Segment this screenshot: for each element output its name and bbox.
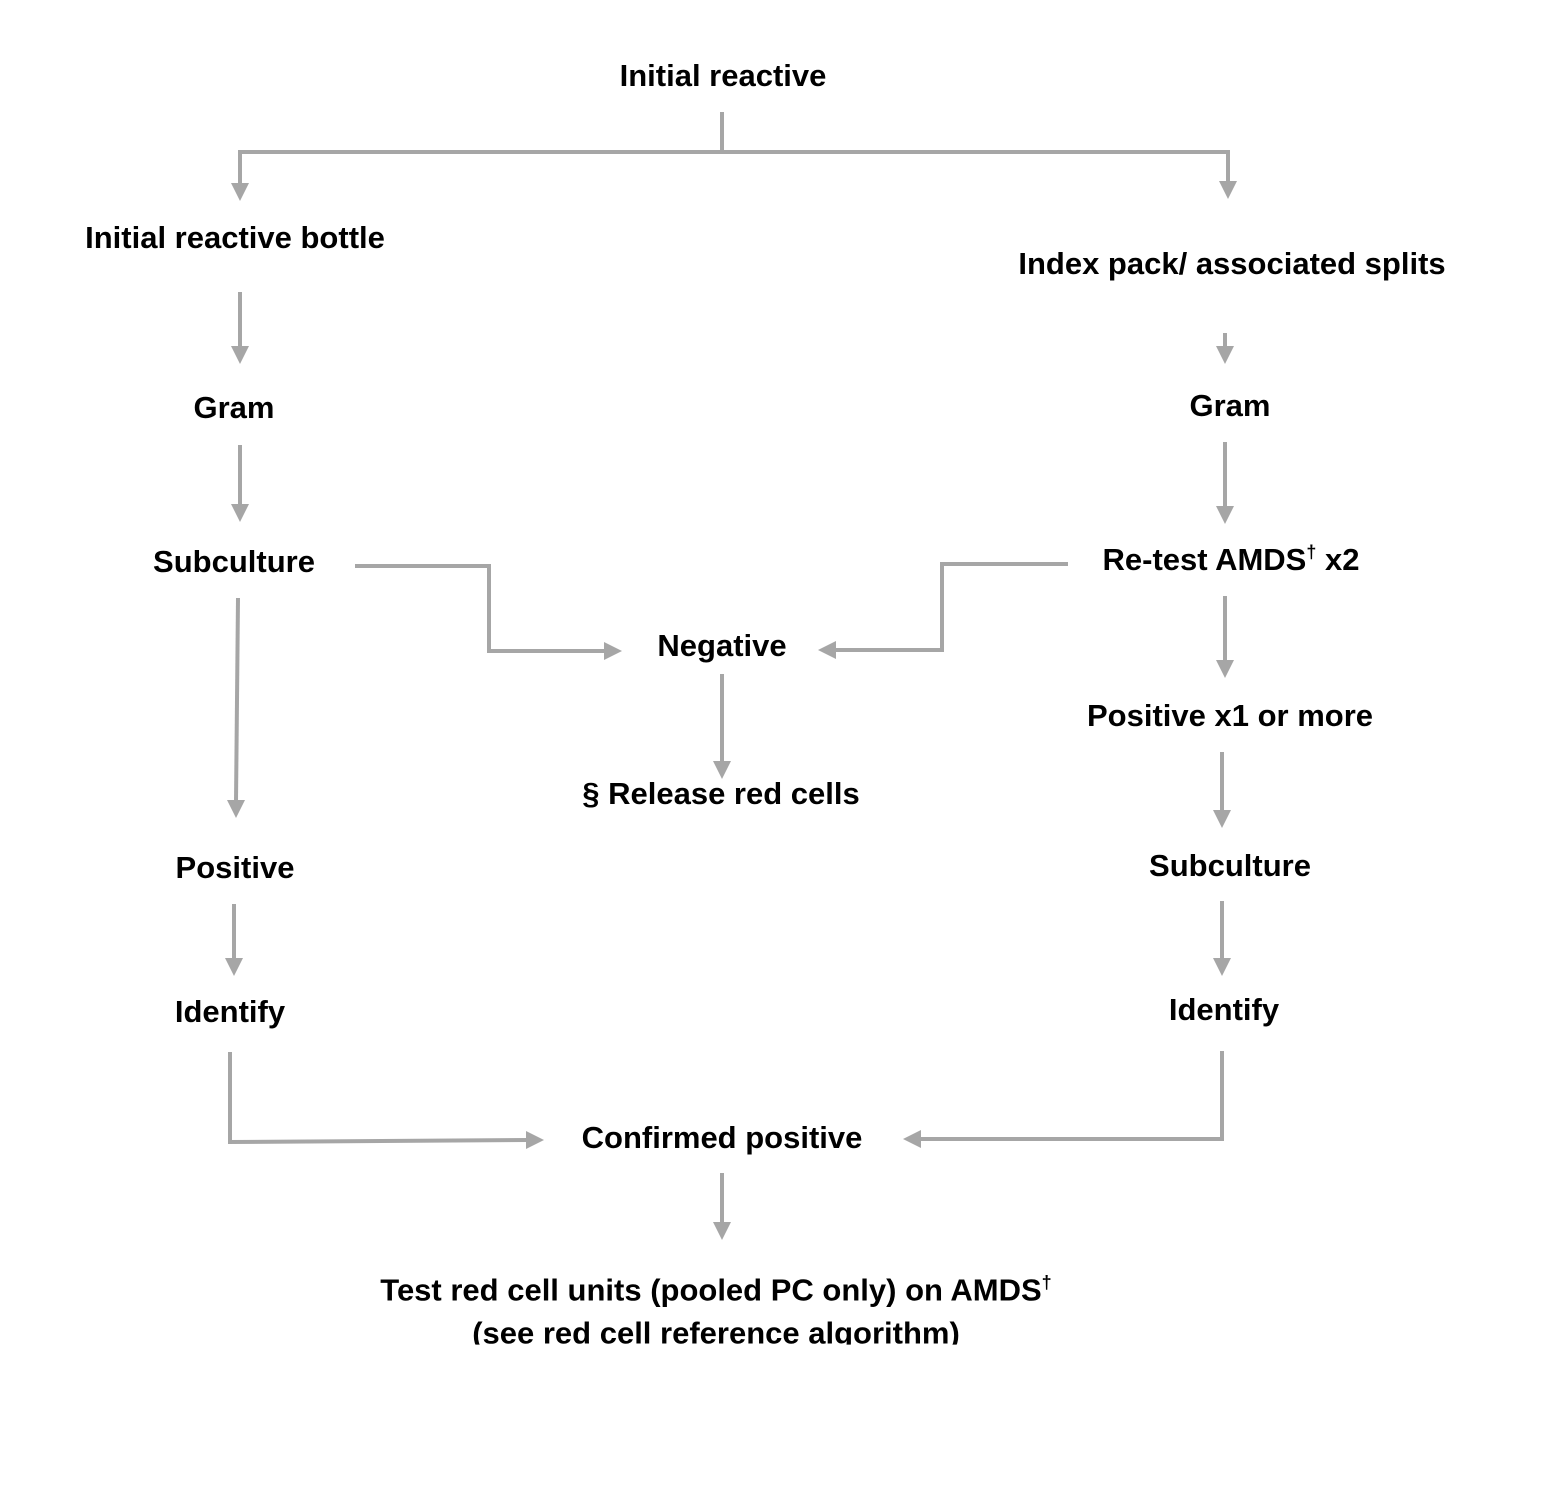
arrowhead — [818, 641, 836, 659]
dagger-symbol: † — [1041, 1272, 1052, 1293]
node-confirmed-positive: Confirmed positive — [582, 1117, 863, 1159]
node-identify-left: Identify — [175, 991, 285, 1033]
arrowhead — [1216, 346, 1234, 364]
node-label: Gram — [193, 390, 275, 426]
node-label-suffix: x2 — [1316, 542, 1360, 578]
arrowhead — [713, 1222, 731, 1240]
node-label: Identify — [1168, 992, 1280, 1028]
arrowhead — [604, 642, 622, 660]
node-label: Negative — [657, 628, 787, 664]
node-subculture-right: Subculture — [1149, 845, 1311, 887]
connector-identify-to-confirmed-right — [919, 1051, 1224, 1141]
node-identify-right: Identify — [1169, 989, 1279, 1031]
node-negative: Negative — [657, 625, 786, 667]
arrowhead — [526, 1131, 544, 1149]
node-label: Positive — [175, 850, 295, 886]
node-gram-left: Gram — [194, 387, 275, 429]
connector-split-right — [722, 150, 1230, 183]
node-release-red-cells: § Release red cells — [582, 773, 859, 815]
node-subculture-left: Subculture — [153, 541, 315, 583]
connector-subculture-to-positive — [234, 597, 240, 803]
node-gram-right: Gram — [1190, 385, 1271, 427]
arrowhead — [231, 346, 249, 364]
connector-identify-to-confirmed-left — [228, 1052, 529, 1145]
arrowhead — [713, 761, 731, 779]
connector-subculture-to-negative — [355, 564, 606, 653]
arrowhead — [227, 800, 245, 818]
node-initial-reactive-bottle: Initial reactive bottle — [85, 217, 385, 259]
node-label: Confirmed positive — [581, 1120, 863, 1156]
node-label: Index pack/ associated splits — [1018, 246, 1446, 282]
arrowhead — [1216, 506, 1234, 524]
node-initial-reactive: Initial reactive — [620, 55, 827, 97]
node-label: § Release red cells — [582, 776, 860, 812]
arrowhead — [1216, 660, 1234, 678]
node-label: Initial reactive — [619, 58, 827, 94]
arrowhead — [225, 958, 243, 976]
node-positive-left: Positive — [176, 847, 295, 889]
arrowhead — [1219, 181, 1237, 199]
node-label: Positive x1 or more — [1086, 698, 1374, 734]
dagger-symbol: † — [1306, 542, 1317, 563]
node-label: Subculture — [153, 544, 315, 580]
node-label: Subculture — [1149, 848, 1311, 884]
arrowhead — [1213, 958, 1231, 976]
node-label: Initial reactive bottle — [85, 220, 385, 256]
connector-split-left — [238, 150, 722, 185]
node-index-pack: Index pack/ associated splits — [1018, 243, 1445, 285]
node-retest: Re-test AMDS† x2 — [1103, 539, 1360, 581]
node-label: Re-test AMDS — [1102, 542, 1307, 578]
arrowhead — [903, 1130, 921, 1148]
connector-retest-to-negative — [834, 562, 1068, 652]
arrowhead — [1213, 810, 1231, 828]
node-label: Test red cell units (pooled PC only) on … — [380, 1272, 1042, 1308]
arrowhead — [231, 183, 249, 201]
node-label: Gram — [1189, 388, 1271, 424]
node-positive-x1: Positive x1 or more — [1087, 695, 1373, 737]
node-label: Identify — [174, 994, 286, 1030]
arrowhead — [231, 504, 249, 522]
reference-note: (see red cell reference algorithm) — [472, 1315, 960, 1345]
node-test-red-cell-units: Test red cell units (pooled PC only) on … — [380, 1270, 1051, 1345]
